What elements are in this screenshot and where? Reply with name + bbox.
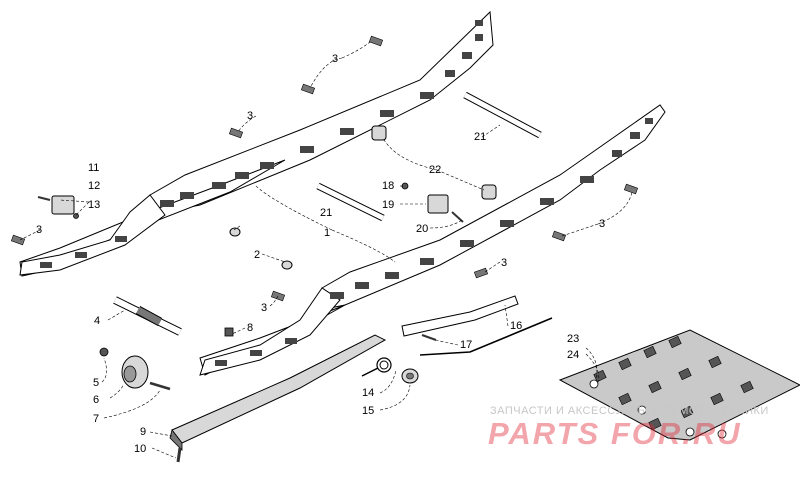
lock-nut <box>224 327 234 337</box>
callout-3b: 3 <box>247 110 253 122</box>
cross-shaft-lower <box>316 182 385 222</box>
callout-16: 16 <box>510 320 522 332</box>
callout-3d: 3 <box>261 302 267 314</box>
callout-8: 8 <box>247 322 253 334</box>
torsion-spring <box>361 317 553 377</box>
stop-block <box>427 194 449 214</box>
callout-4: 4 <box>94 315 100 327</box>
callout-21a: 21 <box>474 131 486 143</box>
callout-15: 15 <box>362 405 374 417</box>
callout-3f: 3 <box>599 218 605 230</box>
block-screw-front <box>37 196 51 201</box>
spacer-washer-2 <box>281 260 293 270</box>
callout-10: 10 <box>134 443 146 455</box>
plate-screw <box>421 334 437 341</box>
callout-2: 2 <box>254 249 260 261</box>
rail-frame-lower <box>199 104 666 376</box>
shaft-bushing-lower <box>481 184 497 200</box>
idler-shaft <box>113 296 182 336</box>
callout-17: 17 <box>460 339 472 351</box>
callout-9: 9 <box>140 426 146 438</box>
block-nut-front <box>73 213 79 219</box>
slider-plate <box>401 295 519 337</box>
nut <box>99 347 109 357</box>
callout-3e: 3 <box>501 257 507 269</box>
watermark-logo: PARTS FOR.RU <box>488 416 742 451</box>
callout-1: 1 <box>324 227 330 239</box>
axle-screw <box>149 381 171 391</box>
stop-block-front <box>51 195 75 215</box>
leader-lines <box>19 41 633 459</box>
callout-labels: 1 2 3 3 3 3 3 3 4 5 6 7 8 9 10 11 12 13 … <box>36 53 605 455</box>
slide-rail <box>169 334 387 451</box>
callout-12: 12 <box>88 180 100 192</box>
callout-19: 19 <box>382 199 394 211</box>
callout-3a: 3 <box>332 53 338 65</box>
callout-14: 14 <box>362 387 374 399</box>
callout-3c: 3 <box>36 224 42 236</box>
shaft-bushing-upper <box>371 125 387 141</box>
cross-shaft-upper <box>463 91 542 139</box>
callout-23: 23 <box>567 333 579 345</box>
idler-wheel <box>121 355 149 389</box>
callout-13: 13 <box>88 199 100 211</box>
callout-24: 24 <box>567 349 579 361</box>
callout-6: 6 <box>93 394 99 406</box>
spring-bushing <box>401 368 419 384</box>
flange-screws <box>10 35 639 302</box>
callout-11: 11 <box>88 162 99 174</box>
watermark-tagline: ЗАПЧАСТИ И АКСЕССУАРЫ ДЛЯ МОТОТЕХНИКИ <box>490 405 769 417</box>
callout-18: 18 <box>382 180 394 192</box>
callout-21b: 21 <box>320 207 332 219</box>
callout-22: 22 <box>429 164 441 176</box>
track <box>558 329 800 441</box>
slide-screw <box>176 447 182 463</box>
callout-5: 5 <box>93 377 99 389</box>
spacer-washer-1 <box>229 227 241 237</box>
callout-7: 7 <box>93 413 99 425</box>
callout-20: 20 <box>416 223 428 235</box>
rail-frame-upper <box>19 10 494 277</box>
